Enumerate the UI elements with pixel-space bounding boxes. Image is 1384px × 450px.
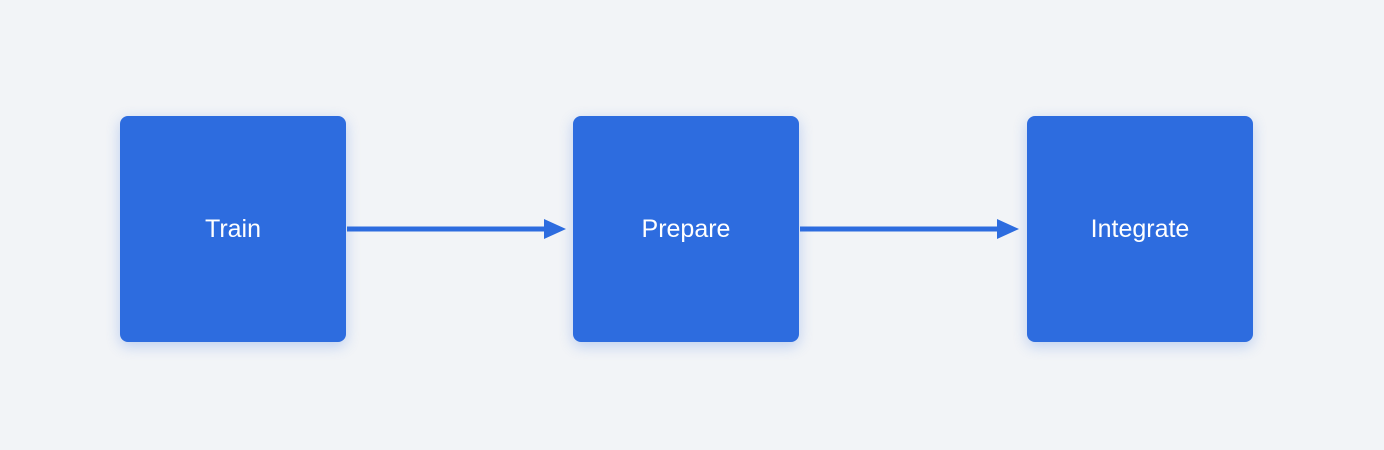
node-label-prepare: Prepare	[641, 214, 731, 243]
arrowhead-icon	[997, 219, 1019, 239]
node-train: Train	[120, 116, 346, 342]
edge-train-to-prepare	[347, 219, 566, 239]
node-label-integrate: Integrate	[1090, 214, 1190, 243]
node-integrate: Integrate	[1027, 116, 1253, 342]
node-label-train: Train	[204, 214, 262, 243]
arrowhead-icon	[544, 219, 566, 239]
edge-prepare-to-integrate	[800, 219, 1019, 239]
node-prepare: Prepare	[573, 116, 799, 342]
